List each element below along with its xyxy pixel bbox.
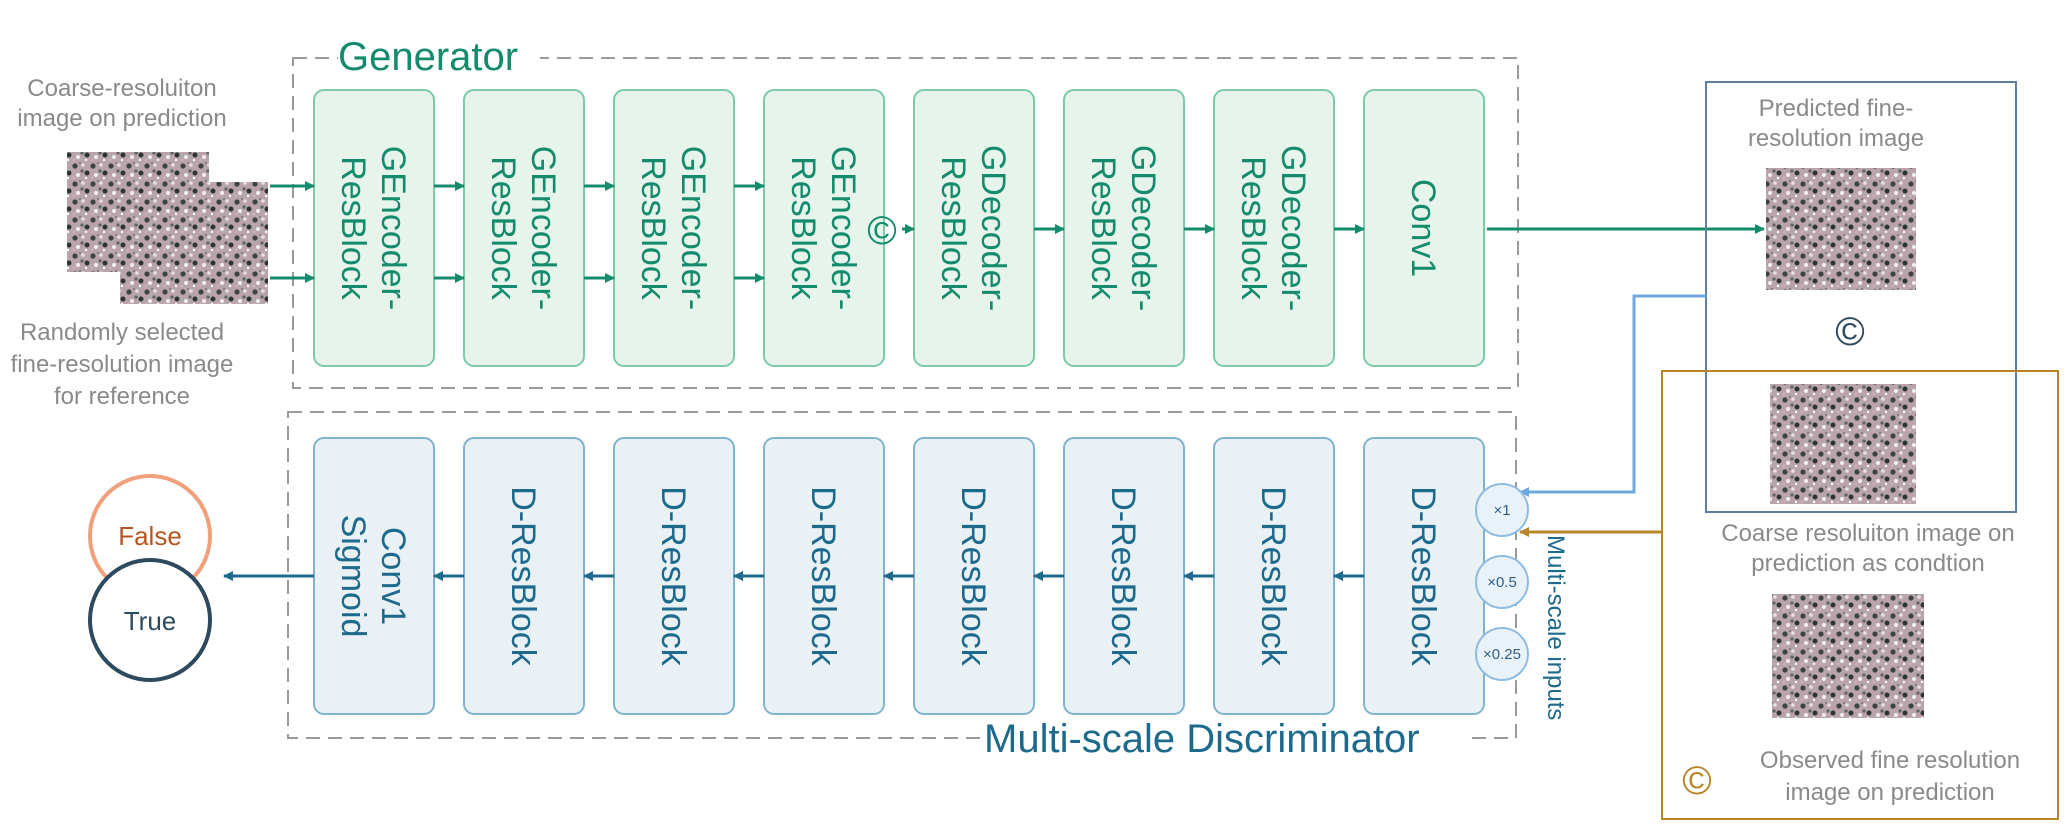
generator-block-label-4: GEncoder-ResBlock: [784, 146, 862, 310]
discriminator-block-label-7: D-ResBlock: [1254, 486, 1292, 666]
generator-block-2: [463, 89, 585, 367]
generator-block-label-7: GDecoder-ResBlock: [1234, 145, 1312, 311]
scale-input-label-2: ×0.5: [1487, 574, 1517, 591]
discriminator-block-label-8: D-ResBlock: [1404, 486, 1442, 666]
true-label: True: [124, 606, 177, 636]
predicted-concat-icon: ©: [1835, 310, 1864, 354]
reference-input-label-line1: Randomly selected: [20, 319, 224, 346]
condition-label-line2: prediction as condtion: [1751, 550, 1984, 577]
discriminator-title: Multi-scale Discriminator: [984, 717, 1420, 761]
generator-concat-icon: ©: [867, 209, 896, 253]
discriminator-block-label-1: Conv1Sigmoid: [334, 515, 412, 638]
generator-block-label-2: GEncoder-ResBlock: [484, 146, 562, 310]
generator-title: Generator: [338, 35, 518, 79]
observed-fine-image: [1772, 594, 1924, 718]
discriminator-block-label-2: D-ResBlock: [504, 486, 542, 666]
scale-input-circle-2: [1475, 555, 1529, 609]
predicted-to-discriminator-arrow: [1519, 294, 1706, 497]
generator-block-label-1: GEncoder-ResBlock: [334, 146, 412, 310]
observed-label-line1: Observed fine resolution: [1760, 747, 2020, 774]
scale-inputs: ×1 ×0.5 ×0.25: [1475, 483, 1529, 681]
generator-block-5: [913, 89, 1035, 367]
condition-box: [1661, 370, 2059, 820]
coarse-condition-image: [1770, 384, 1916, 504]
reference-input-label-line2: fine-resolution image: [11, 351, 234, 378]
reference-input-image: [120, 182, 268, 304]
generator-block-label-8: Conv1: [1404, 179, 1442, 277]
coarse-input-label-line2: image on prediction: [17, 105, 226, 132]
generator-block-label-5: GDecoder-ResBlock: [934, 145, 1012, 311]
discriminator-title-backdrop: [980, 718, 1470, 758]
generator-arrows: [434, 181, 1365, 283]
coarse-input-label-line1: Coarse-resoluiton: [27, 75, 216, 102]
generator-blocks: GEncoder-ResBlock GEncoder-ResBlock GEncod…: [313, 89, 1485, 367]
true-output-circle: [88, 558, 212, 682]
predicted-image: [1766, 168, 1916, 290]
generator-container: [292, 57, 1519, 389]
discriminator-block-label-6: D-ResBlock: [1104, 486, 1142, 666]
predicted-label-line1: Predicted fine-: [1759, 95, 1914, 122]
generator-block-7: [1213, 89, 1335, 367]
discriminator-block-label-4: D-ResBlock: [804, 486, 842, 666]
multi-scale-inputs-label: Multi-scale inputs: [1542, 535, 1569, 720]
generator-block-3: [613, 89, 735, 367]
observed-label-line2: image on prediction: [1785, 779, 1994, 806]
discriminator-block-label-5: D-ResBlock: [954, 486, 992, 666]
discriminator-block-label-3: D-ResBlock: [654, 486, 692, 666]
condition-label-line1: Coarse resoluiton image on: [1721, 520, 2015, 547]
condition-concat-icon: ©: [1682, 759, 1711, 803]
false-label: False: [118, 521, 182, 551]
reference-input-label-line3: for reference: [54, 383, 190, 410]
generator-block-label-6: GDecoder-ResBlock: [1084, 145, 1162, 311]
generator-block-label-3: GEncoder-ResBlock: [634, 146, 712, 310]
discriminator-block-1: [313, 437, 435, 715]
scale-input-label-1: ×1: [1493, 502, 1510, 519]
generator-block-6: [1063, 89, 1185, 367]
scale-input-circle-1: [1475, 483, 1529, 537]
generator-block-1: [313, 89, 435, 367]
scale-input-label-3: ×0.25: [1483, 646, 1521, 663]
generator-title-backdrop: [338, 38, 540, 74]
predicted-label-line2: resolution image: [1748, 125, 1924, 152]
generator-block-4: [763, 89, 885, 367]
scale-input-circle-3: [1475, 627, 1529, 681]
